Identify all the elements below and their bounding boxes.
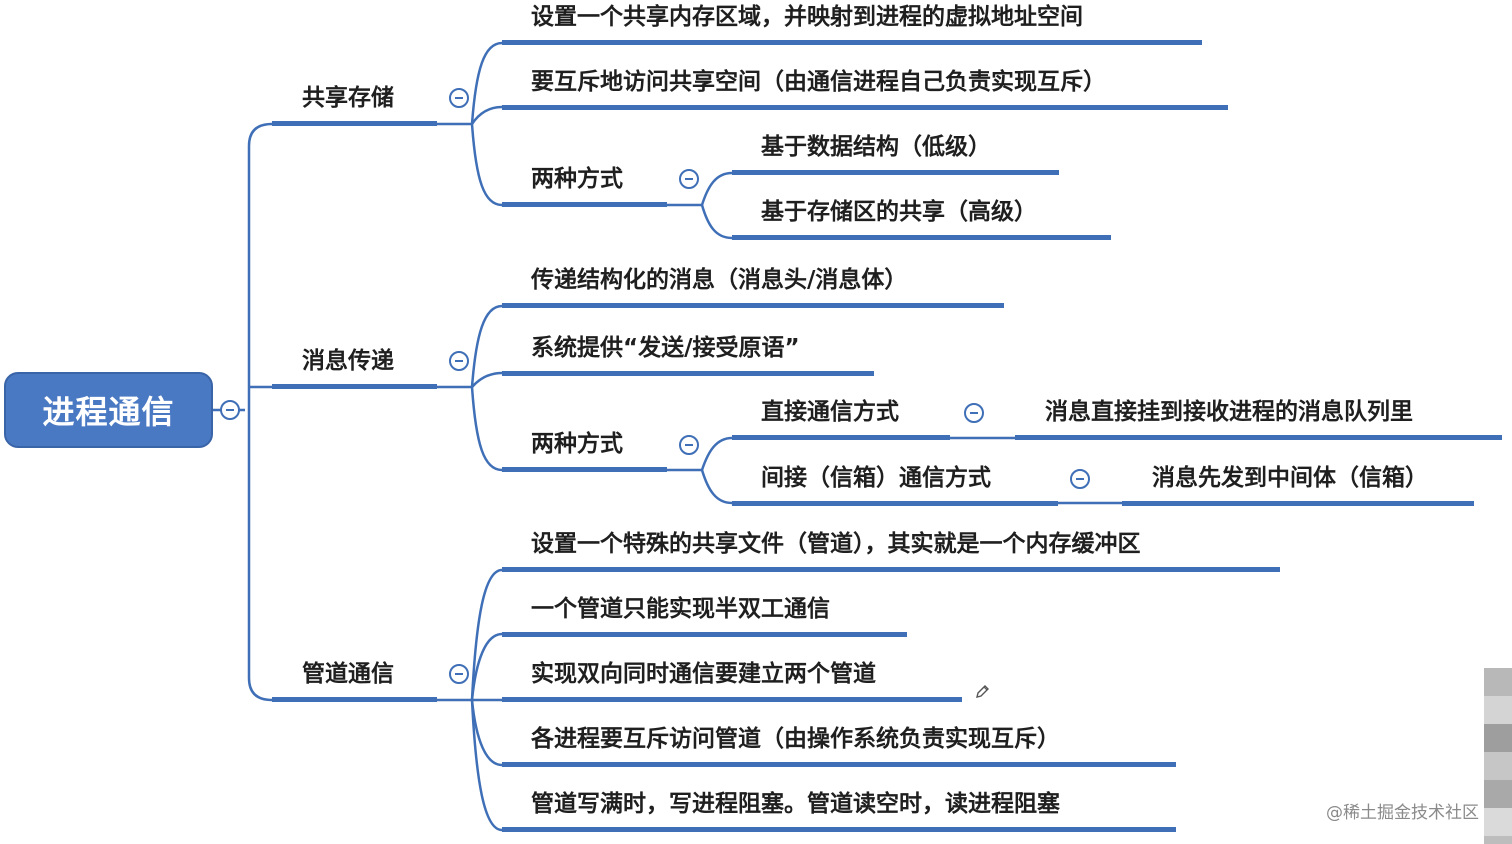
blurred-ui-fragment <box>1484 836 1512 844</box>
branch-underline <box>272 697 437 702</box>
blurred-ui-fragment <box>1484 724 1512 752</box>
subtopic-underline <box>732 435 950 440</box>
branch-label[interactable]: 共享存储 <box>302 85 394 111</box>
branch-label[interactable]: 管道通信 <box>302 661 394 687</box>
connector-b3-c5 <box>470 699 503 832</box>
root-label: 进程通信 <box>42 393 175 431</box>
subtopic-label[interactable]: 间接（信箱）通信方式 <box>761 465 991 491</box>
blurred-ui-fragment <box>1484 668 1512 696</box>
watermark: @稀土掘金技术社区 <box>1326 803 1479 823</box>
topic-label[interactable]: 系统提供“发送/接受原语” <box>531 335 800 361</box>
connector-root-spine <box>247 122 273 702</box>
collapse-minus-icon[interactable] <box>220 400 240 420</box>
connector-b2-c2 <box>471 371 503 388</box>
connector-b1-c1 <box>470 41 503 125</box>
root-node[interactable]: 进程通信 <box>4 372 213 448</box>
topic-underline <box>502 202 667 207</box>
branch-underline <box>272 384 437 389</box>
branch-underline <box>272 121 437 126</box>
topic-label[interactable]: 设置一个共享内存区域，并映射到进程的虚拟地址空间 <box>531 4 1083 30</box>
topic-underline <box>502 40 1202 45</box>
subtopic-underline <box>732 235 1111 240</box>
connector-b2-sub-c2 <box>700 469 733 505</box>
topic-underline <box>502 567 1280 572</box>
topic-underline <box>502 467 667 472</box>
blurred-ui-fragment <box>1484 696 1512 724</box>
connector-b1-c3 <box>470 123 503 207</box>
collapse-minus-icon[interactable] <box>964 403 984 423</box>
connector-b1-c2 <box>470 105 503 125</box>
connector-b2-c1 <box>470 304 503 388</box>
leaf-label[interactable]: 消息先发到中间体（信箱） <box>1152 465 1428 491</box>
leaf-label[interactable]: 消息直接挂到接收进程的消息队列里 <box>1045 399 1413 425</box>
connector-b1-sub-c1 <box>700 171 733 206</box>
topic-underline <box>502 827 1176 832</box>
pencil-cursor-icon <box>976 685 989 698</box>
collapse-minus-icon[interactable] <box>449 664 469 684</box>
leaf-underline <box>1122 501 1474 506</box>
topic-label[interactable]: 两种方式 <box>531 431 623 457</box>
topic-label[interactable]: 各进程要互斥访问管道（由操作系统负责实现互斥） <box>531 726 1060 752</box>
leaf-underline <box>1015 435 1502 440</box>
connector-b2-c3 <box>470 386 503 472</box>
connector-b3-c1 <box>470 568 503 701</box>
topic-label[interactable]: 两种方式 <box>531 166 623 192</box>
topic-underline <box>502 697 962 702</box>
collapse-minus-icon[interactable] <box>449 88 469 108</box>
connector-b2-sub-c1 <box>700 436 733 471</box>
subtopic-label[interactable]: 基于存储区的共享（高级） <box>761 199 1037 225</box>
topic-underline <box>502 762 1176 767</box>
connector-b1-sub-c2 <box>700 204 733 240</box>
topic-underline <box>502 303 1004 308</box>
collapse-minus-icon[interactable] <box>449 351 469 371</box>
branch-label[interactable]: 消息传递 <box>302 348 394 374</box>
topic-label[interactable]: 管道写满时，写进程阻塞。管道读空时，读进程阻塞 <box>531 791 1060 817</box>
subtopic-underline <box>732 501 1058 506</box>
connector-b3-c2 <box>470 632 503 701</box>
collapse-minus-icon[interactable] <box>679 169 699 189</box>
blurred-ui-fragment <box>1484 752 1512 780</box>
topic-label[interactable]: 设置一个特殊的共享文件（管道），其实就是一个内存缓冲区 <box>531 531 1141 557</box>
collapse-minus-icon[interactable] <box>679 435 699 455</box>
topic-label[interactable]: 一个管道只能实现半双工通信 <box>531 596 830 622</box>
topic-label[interactable]: 实现双向同时通信要建立两个管道 <box>531 661 876 687</box>
subtopic-label[interactable]: 基于数据结构（低级） <box>761 134 991 160</box>
topic-underline <box>502 371 874 376</box>
subtopic-label[interactable]: 直接通信方式 <box>761 399 899 425</box>
blurred-ui-fragment <box>1484 780 1512 808</box>
blurred-ui-fragment <box>1484 808 1512 836</box>
topic-label[interactable]: 传递结构化的消息（消息头/消息体） <box>531 267 908 293</box>
subtopic-underline <box>732 170 1059 175</box>
collapse-minus-icon[interactable] <box>1070 469 1090 489</box>
topic-label[interactable]: 要互斥地访问共享空间（由通信进程自己负责实现互斥） <box>531 69 1106 95</box>
topic-underline <box>502 632 907 637</box>
topic-underline <box>502 105 1228 110</box>
